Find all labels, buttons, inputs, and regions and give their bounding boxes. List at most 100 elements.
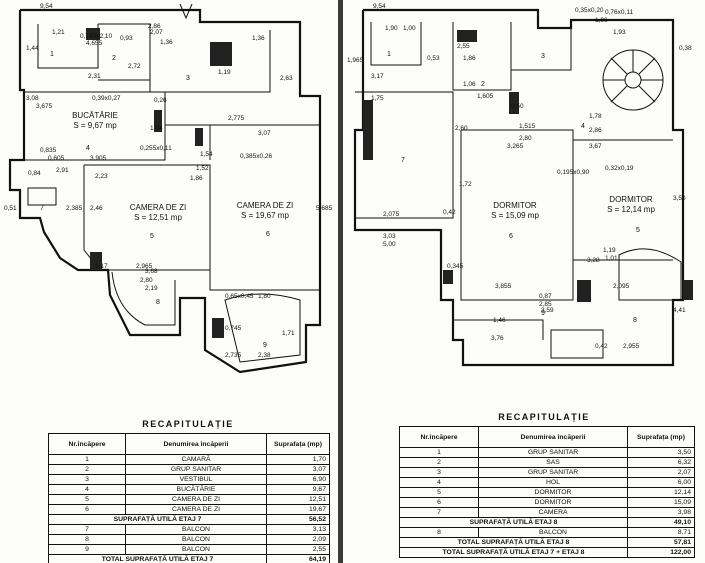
dimension-label: 2,86 bbox=[589, 127, 602, 134]
recap-table-etaj-7: Nr.încăpere Denumirea încăperii Suprafaț… bbox=[48, 433, 330, 563]
cell-number: 3 bbox=[399, 467, 479, 478]
dimension-label: 0,51 bbox=[4, 205, 17, 212]
cell-room: BALCON bbox=[125, 534, 267, 545]
dimension-label: 0,39x0,27 bbox=[92, 95, 121, 102]
cell-room: CAMERA DE ZI bbox=[125, 494, 267, 505]
room-number: 3 bbox=[541, 53, 545, 60]
dimension-label: 1,80 bbox=[258, 293, 271, 300]
cell-room: BALCON bbox=[125, 524, 267, 535]
column-block bbox=[212, 318, 224, 338]
room-area: S = 12,14 mp bbox=[607, 205, 655, 214]
cell-number: 7 bbox=[48, 524, 126, 535]
cell-number: 9 bbox=[48, 544, 126, 555]
dimension-label: 1,90 bbox=[385, 25, 398, 32]
balcony-8-box bbox=[550, 329, 604, 359]
subtotal-label: SUPRAFAȚĂ UTILĂ ETAJ 8 bbox=[399, 517, 628, 528]
north-arrow-icon bbox=[179, 3, 193, 20]
corridor-wall bbox=[165, 124, 211, 160]
column-block bbox=[683, 280, 693, 300]
dimension-label: 2,19 bbox=[145, 285, 158, 292]
dimension-label: 2,85 bbox=[539, 301, 552, 308]
room-number: 1 bbox=[50, 51, 54, 58]
dimension-label: 3,03 bbox=[383, 233, 396, 240]
cell-room: CAMERA DE ZI bbox=[125, 504, 267, 515]
outer-wall bbox=[353, 8, 685, 367]
room-6-wall-b bbox=[209, 165, 320, 291]
dimension-label: 0,385x0,26 bbox=[240, 153, 273, 160]
spiral-stair-core bbox=[624, 71, 642, 89]
room-number: 7 bbox=[40, 205, 44, 212]
dimension-label: 1,01 bbox=[605, 255, 618, 262]
dimension-label: 1,71 bbox=[282, 330, 295, 337]
col-header: Nr.încăpere bbox=[48, 433, 126, 455]
room-label: DORMITOR bbox=[609, 195, 653, 204]
cell-number: 7 bbox=[399, 507, 479, 518]
cell-area: 6,90 bbox=[266, 474, 330, 485]
balcony-8-wall bbox=[452, 300, 544, 340]
dimension-label: 2,775 bbox=[228, 115, 245, 122]
cell-area: 1,70 bbox=[266, 454, 330, 465]
cell-room: CAMERA bbox=[478, 507, 628, 518]
cell-number: 6 bbox=[48, 504, 126, 515]
column-block bbox=[363, 100, 373, 160]
dimension-label: 1,72 bbox=[459, 181, 472, 188]
dimension-label: 1,965 bbox=[347, 57, 364, 64]
cell-area: 12,14 bbox=[627, 487, 695, 498]
room-3-wall bbox=[510, 22, 572, 71]
dimension-label: 1,86 bbox=[463, 55, 476, 62]
cell-area: 12,51 bbox=[266, 494, 330, 505]
subtotal-value: 56,52 bbox=[266, 514, 330, 525]
column-block bbox=[457, 30, 477, 42]
total-value: 57,81 bbox=[627, 537, 695, 548]
subtotal-value: 49,10 bbox=[627, 517, 695, 528]
dimension-label: 1,06 bbox=[463, 81, 476, 88]
cell-number: 2 bbox=[399, 457, 479, 468]
dimension-label: 0,76x0,11 bbox=[605, 9, 633, 16]
room-1-wall bbox=[370, 22, 422, 66]
cell-number: 4 bbox=[399, 477, 479, 488]
dimension-label: 3,50 bbox=[673, 195, 686, 202]
room-number: 9 bbox=[541, 310, 545, 317]
dimension-label: 1,19 bbox=[218, 69, 231, 76]
dimension-label: 1,36 bbox=[160, 39, 173, 46]
dimension-label: 2,07 bbox=[150, 29, 163, 36]
total-label: TOTAL SUPRAFAȚĂ UTILĂ ETAJ 8 bbox=[399, 537, 628, 548]
balcony-7-box bbox=[27, 187, 57, 206]
dimension-label: 3,07 bbox=[258, 130, 271, 137]
dimension-label: 1,19 bbox=[603, 247, 616, 254]
room-label: DORMITOR bbox=[493, 201, 537, 210]
cell-room: GRUP SANITAR bbox=[478, 467, 628, 478]
dimension-label: 2,23 bbox=[95, 173, 108, 180]
dimension-label: 0,32x0,19 bbox=[605, 165, 634, 172]
cell-number: 6 bbox=[399, 497, 479, 508]
cell-area: 8,71 bbox=[627, 527, 695, 538]
room-number: 6 bbox=[509, 233, 513, 240]
dimension-label: 2,965 bbox=[136, 263, 153, 270]
cell-number: 8 bbox=[399, 527, 479, 538]
column-block bbox=[509, 92, 519, 114]
dimension-label: 2,55 bbox=[457, 43, 470, 50]
total-label: TOTAL SUPRAFAȚĂ UTILĂ ETAJ 7 bbox=[48, 554, 267, 563]
cell-number: 5 bbox=[48, 494, 126, 505]
recap-table-etaj-8: Nr.încăpere Denumirea încăperii Suprafaț… bbox=[399, 426, 695, 558]
room-area: S = 19,67 mp bbox=[241, 211, 289, 220]
room-5-wall bbox=[83, 164, 211, 271]
col-header: Suprafața (mp) bbox=[627, 426, 695, 448]
room-number: 1 bbox=[387, 51, 391, 58]
dimension-label: 1,75 bbox=[371, 95, 384, 102]
grand-total-label: TOTAL SUPRAFAȚĂ UTILĂ ETAJ 7 + ETAJ 8 bbox=[399, 547, 628, 558]
cell-room: HOL bbox=[478, 477, 628, 488]
